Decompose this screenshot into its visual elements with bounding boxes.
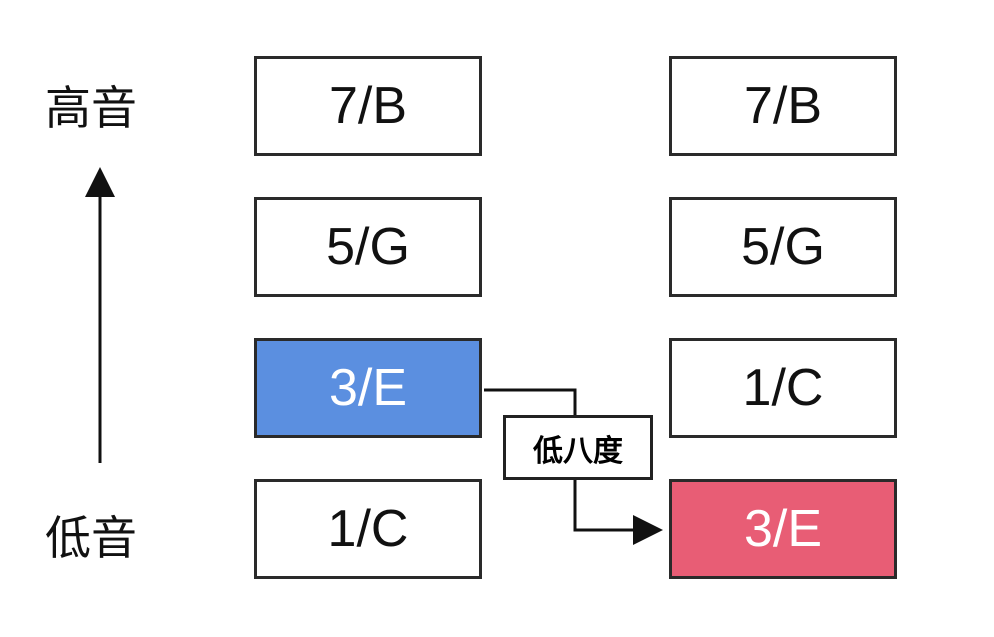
right-note-box: 5/G [669, 197, 897, 297]
left-note-box: 1/C [254, 479, 482, 579]
high-pitch-label: 高音 [45, 81, 137, 135]
octave-connector-top [484, 388, 577, 416]
left-note-box: 5/G [254, 197, 482, 297]
right-note-box: 1/C [669, 338, 897, 438]
left-note-box-highlighted: 3/E [254, 338, 482, 438]
right-note-box: 7/B [669, 56, 897, 156]
low-pitch-label: 低音 [45, 511, 137, 565]
right-note-box-highlighted: 3/E [669, 479, 897, 579]
octave-connector-bottom [573, 480, 663, 545]
left-note-box: 7/B [254, 56, 482, 156]
octave-down-label: 低八度 [503, 415, 653, 480]
